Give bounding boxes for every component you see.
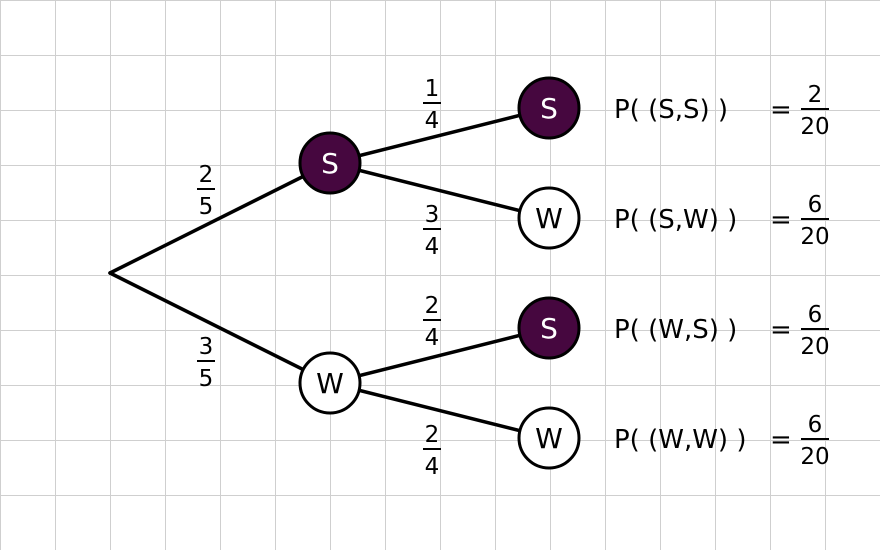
outcome-w-w: P( (W,W) ) = 6 20 — [614, 412, 830, 470]
prob-numerator: 3 — [425, 202, 440, 228]
prob-w-w: 2 4 — [423, 422, 441, 480]
outcome-denominator: 20 — [800, 114, 829, 140]
outcome-equals: = — [770, 425, 792, 455]
node-label: S — [540, 312, 558, 345]
edge-w-w — [328, 381, 551, 440]
node-circle — [517, 296, 581, 360]
outcome-equals: = — [770, 95, 792, 125]
prob-denominator: 4 — [425, 325, 440, 351]
prob-s-w: 3 4 — [423, 202, 441, 260]
outcome-expression: P( (S,S) ) — [614, 95, 728, 125]
outcome-w-s: P( (W,S) ) = 6 20 — [614, 302, 830, 360]
node-label: W — [535, 202, 563, 235]
node-label: W — [316, 367, 344, 400]
prob-root-s: 2 5 — [197, 162, 215, 220]
prob-denominator: 5 — [199, 194, 214, 220]
outcome-numerator: 6 — [808, 192, 823, 218]
outcome-denominator: 20 — [800, 444, 829, 470]
node-level2-w-s: S — [517, 296, 581, 360]
node-level2-s-s: S — [517, 76, 581, 140]
prob-denominator: 4 — [425, 454, 440, 480]
outcome-expression: P( (W,S) ) — [614, 315, 737, 345]
prob-denominator: 4 — [425, 234, 440, 260]
node-circle — [517, 76, 581, 140]
outcome-denominator: 20 — [800, 224, 829, 250]
outcome-expression: P( (S,W) ) — [614, 205, 737, 235]
prob-numerator: 3 — [199, 334, 214, 360]
prob-numerator: 1 — [425, 76, 440, 102]
edge-s-w — [328, 161, 551, 220]
prob-numerator: 2 — [425, 293, 440, 319]
node-label: S — [321, 147, 339, 180]
prob-s-s: 1 4 — [423, 76, 441, 134]
node-circle — [517, 406, 581, 470]
node-level1-w: W — [298, 351, 362, 415]
node-circle — [298, 351, 362, 415]
outcome-numerator: 2 — [808, 82, 823, 108]
node-label: S — [540, 92, 558, 125]
edge-w-s — [328, 326, 551, 385]
edge-s-s — [328, 106, 551, 165]
outcome-numerator: 6 — [808, 302, 823, 328]
node-label: W — [535, 422, 563, 455]
outcome-s-s: P( (S,S) ) = 2 20 — [614, 82, 830, 140]
node-level1-s: S — [298, 131, 362, 195]
prob-denominator: 4 — [425, 108, 440, 134]
prob-denominator: 5 — [199, 366, 214, 392]
edge-root-s — [108, 161, 332, 275]
outcome-equals: = — [770, 315, 792, 345]
node-circle — [298, 131, 362, 195]
prob-w-s: 2 4 — [423, 293, 441, 351]
prob-numerator: 2 — [199, 162, 214, 188]
outcome-numerator: 6 — [808, 412, 823, 438]
outcome-equals: = — [770, 205, 792, 235]
prob-root-w: 3 5 — [197, 334, 215, 392]
outcome-denominator: 20 — [800, 334, 829, 360]
outcome-s-w: P( (S,W) ) = 6 20 — [614, 192, 830, 250]
node-circle — [517, 186, 581, 250]
prob-numerator: 2 — [425, 422, 440, 448]
edge-root-w — [108, 271, 332, 385]
outcome-expression: P( (W,W) ) — [614, 425, 746, 455]
node-level2-w-w: W — [517, 406, 581, 470]
node-level2-s-w: W — [517, 186, 581, 250]
